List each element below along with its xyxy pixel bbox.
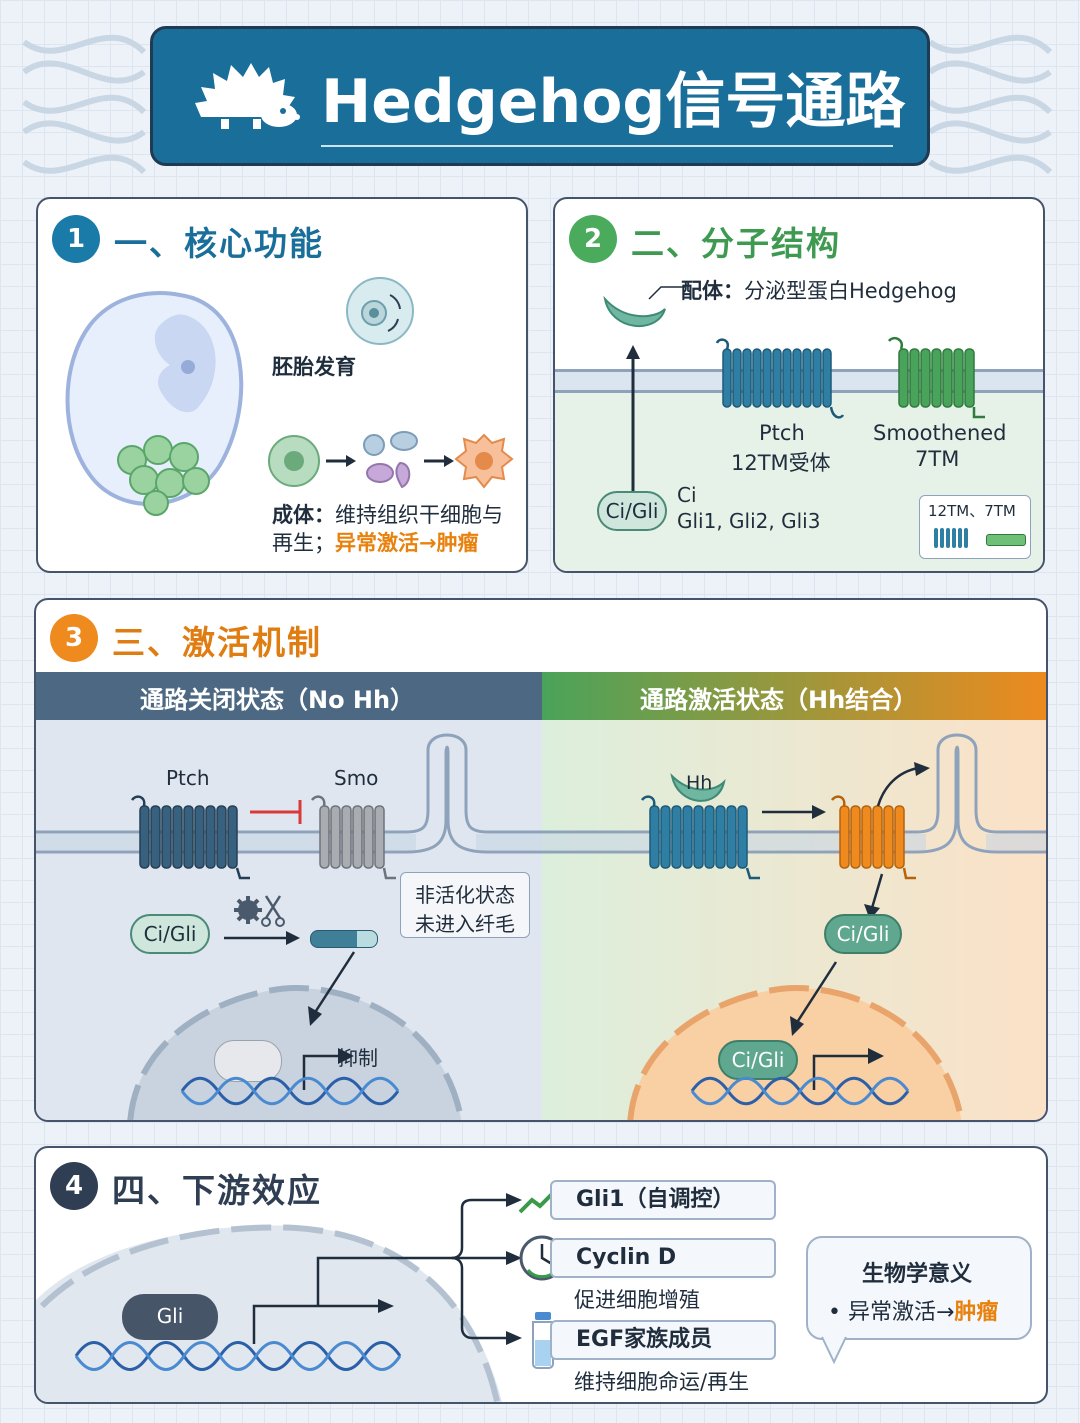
bio-statement: • 异常激活→肿瘤 — [828, 1294, 998, 1326]
bubble-tail — [821, 1336, 847, 1365]
hedgehog-ligand-icon — [603, 295, 666, 328]
on-ptch-receptor-icon — [640, 795, 760, 880]
adult-line2: 再生； — [272, 531, 335, 555]
repress-label: 抑制 — [338, 1046, 378, 1070]
off-smo-receptor-icon — [310, 795, 396, 880]
section-core-function: 1 一、核心功能 胚胎发育 成体：维持组织干细胞与 再生；异常激活→肿瘤 — [36, 197, 528, 573]
dividing-cell-icon — [346, 277, 414, 345]
hh-label: Hh — [686, 772, 713, 794]
on-state-title: 通路激活状态（Hh结合） — [640, 686, 918, 714]
smo-name: Smoothened — [873, 421, 1007, 445]
translocation-arrow — [308, 951, 356, 1026]
note-line1: 非活化状态 — [415, 883, 515, 907]
section-2-number: 2 — [569, 215, 617, 263]
adult-prefix: 成体： — [272, 503, 335, 527]
embryo-label: 胚胎发育 — [272, 355, 356, 379]
nucleus-ci-gli-pill: Ci/Gli — [718, 1040, 798, 1080]
ligand-text: 分泌型蛋白Hedgehog — [744, 279, 957, 303]
ptch-description: 12TM受体 — [731, 451, 831, 475]
off-ptch-receptor-icon — [130, 795, 250, 880]
target-gene-branches — [252, 1193, 522, 1345]
smo-description: 7TM — [915, 447, 960, 471]
smoothened-receptor-icon — [887, 337, 985, 419]
ci-description: Gli1, Gli2, Gli3 — [677, 509, 821, 533]
section-2-title: 二、分子结构 — [631, 224, 841, 263]
bio-text: 异常激活→ — [847, 1300, 955, 1325]
legend-label: 12TM、7TM — [928, 502, 1016, 520]
release-arrow — [864, 873, 884, 920]
off-state-header — [36, 672, 542, 720]
section-1-number: 1 — [52, 215, 100, 263]
on-state-header — [542, 672, 1046, 720]
vial-icon — [532, 1312, 554, 1369]
ci-name: Ci — [677, 483, 697, 507]
bio-bullet: • — [828, 1300, 841, 1325]
inhibition-symbol — [250, 800, 302, 824]
on-ci-gli-pill: Ci/Gli — [824, 914, 902, 954]
ci-gli-pill: Ci/Gli — [597, 491, 667, 531]
egf-subtext: 维持细胞命运/再生 — [574, 1370, 750, 1394]
on-smo-receptor-icon — [830, 795, 916, 880]
adult-highlight: 异常激活→肿瘤 — [335, 531, 479, 555]
header-banner: Hedgehog信号通路 — [150, 26, 930, 166]
legend-12tm-icon — [934, 528, 968, 548]
legend-box: 12TM、7TM — [919, 495, 1031, 559]
downstream-dna-helix — [74, 1341, 402, 1371]
adult-description: 成体：维持组织干细胞与 再生；异常激活→肿瘤 — [272, 501, 503, 557]
off-ptch-label: Ptch — [166, 766, 210, 790]
cilium-entry-arrow — [876, 762, 930, 807]
off-ci-gli-pill: Ci/Gli — [130, 914, 210, 954]
section-activation-mechanism: 3 三、激活机制 通路关闭状态（No Hh） 通路激活状态（Hh结合） Ptch… — [34, 598, 1048, 1122]
gli-pill: Gli — [122, 1294, 218, 1340]
section-4-number: 4 — [50, 1162, 98, 1210]
dna-helix-right-icon — [928, 34, 1053, 175]
page-title: Hedgehog信号通路 — [321, 67, 906, 137]
ligand-label: 配体：分泌型蛋白Hedgehog — [681, 275, 957, 305]
cleavage-arrow — [224, 931, 300, 945]
cyclin-subtext: 促进细胞增殖 — [574, 1288, 700, 1312]
ptch-name: Ptch — [759, 421, 805, 445]
bound-hh-ligand-icon — [670, 772, 726, 802]
section-molecular-structure: 2 二、分子结构 配体：分泌型蛋白Hedgehog Ptch 12TM受体 — [553, 197, 1045, 573]
up-arrow — [626, 345, 640, 493]
bio-title: 生物学意义 — [862, 1262, 973, 1287]
repressor-blob — [214, 1040, 282, 1082]
nuclear-entry-arrow — [790, 961, 838, 1036]
target-egf-box: EGF家族成员 — [550, 1320, 776, 1360]
stem-cell-differentiation-icon — [268, 431, 514, 489]
adult-text: 维持组织干细胞与 — [335, 503, 503, 527]
section-1-title: 一、核心功能 — [114, 224, 324, 263]
repressor-fragment — [310, 930, 378, 948]
section-4-title: 四、下游效应 — [112, 1171, 322, 1210]
title-underline — [321, 145, 893, 147]
dna-helix-left-icon — [22, 34, 147, 175]
legend-7tm-swatch — [986, 534, 1026, 546]
section-downstream-effects: 4 四、下游效应 Gli Gli1（自调控） Cyclin D 促进细胞增殖 E… — [34, 1146, 1048, 1404]
activation-arrow — [762, 805, 826, 819]
inactive-note-bubble: 非活化状态 未进入纤毛 — [400, 872, 530, 938]
section-3-title: 三、激活机制 — [112, 623, 322, 662]
biological-significance-bubble: 生物学意义 • 异常激活→肿瘤 — [806, 1236, 1032, 1340]
ptch-receptor-icon — [715, 338, 845, 419]
ligand-pointer-line — [648, 286, 685, 300]
off-dna-helix — [180, 1076, 400, 1106]
hedgehog-icon — [195, 63, 300, 129]
on-dna-helix — [690, 1076, 910, 1106]
note-line2: 未进入纤毛 — [415, 912, 515, 936]
off-smo-label: Smo — [334, 766, 379, 790]
processing-gear-scissors-icon — [234, 895, 285, 927]
target-cyclin-box: Cyclin D — [550, 1238, 776, 1278]
off-state-title: 通路关闭状态（No Hh） — [140, 686, 415, 714]
section-3-number: 3 — [50, 614, 98, 662]
ligand-prefix: 配体： — [681, 279, 744, 303]
embryo-illustration — [65, 291, 244, 516]
target-gli1-box: Gli1（自调控） — [550, 1180, 776, 1220]
bio-highlight: 肿瘤 — [954, 1300, 999, 1325]
